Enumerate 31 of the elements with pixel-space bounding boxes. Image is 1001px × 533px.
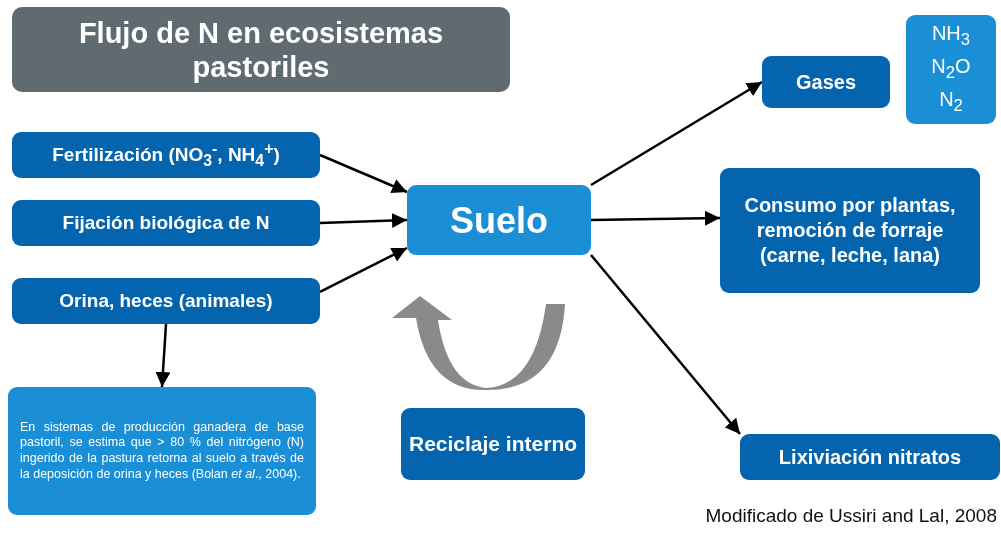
- node-label: Suelo: [450, 198, 548, 243]
- note-box: [8, 387, 316, 515]
- output-box: [720, 168, 980, 293]
- node-label: Lixiviación nitratos: [778, 444, 962, 470]
- arrow: [590, 80, 763, 187]
- input-box: [12, 200, 320, 246]
- node-label: Gases: [795, 69, 857, 95]
- arrow: [590, 210, 721, 226]
- node-label: Orina, heces (animales): [59, 289, 273, 313]
- node-label: Consumo por plantas, remoción de forraje (carne, leche, lana): [743, 193, 957, 268]
- source-note: Modificado de Ussiri and Lal, 2008: [705, 505, 997, 527]
- arrow: [319, 246, 408, 293]
- node-label: Fertilización (NO$_{3}$$^{-}$, NH$_{4}$$^{+}$): [52, 139, 280, 172]
- note-text: En sistemas de producción ganadera de base pastoril, se estima que > 80 % del nitrógeno (N) ingerido de la pastura retorna al suelo a través de la deposición de orina y heces (Bolan et al., 2004).: [20, 419, 304, 483]
- output-box: [740, 434, 1000, 480]
- process-box: [401, 408, 585, 480]
- arrow: [590, 254, 741, 435]
- title-banner: Flujo de N en ecosistemas pastoriles: [12, 7, 510, 92]
- node-label: N$_{2}$: [939, 87, 963, 117]
- soil-box: [407, 185, 591, 255]
- arrow: [319, 213, 408, 228]
- node-label: NH$_{3}$: [931, 21, 971, 51]
- node-label: Reciclaje interno: [408, 433, 578, 455]
- arrow: [319, 153, 408, 194]
- node-label: N$_{2}$O: [931, 54, 971, 84]
- input-box: [12, 278, 320, 324]
- node-label: Fijación biológica de N: [62, 211, 270, 235]
- output-box: [762, 56, 890, 108]
- input-box: [12, 132, 320, 178]
- gas-list-box: [906, 15, 996, 124]
- arrow: [155, 323, 171, 388]
